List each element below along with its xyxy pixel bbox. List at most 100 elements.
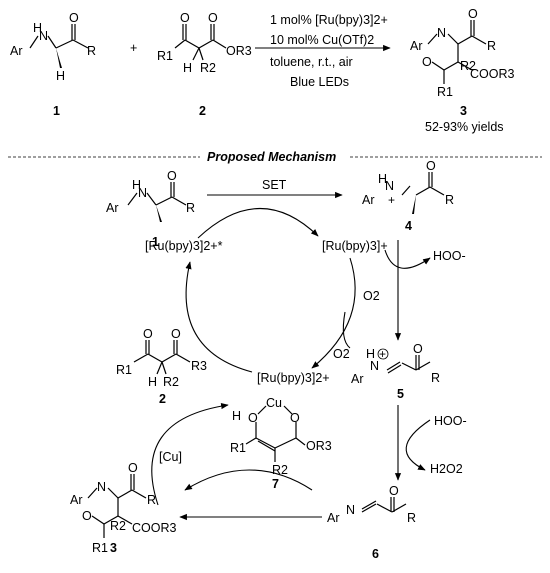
atom-ar: Ar — [70, 493, 83, 507]
atom-r2: R2 — [200, 61, 216, 75]
atom-h: H — [148, 375, 157, 389]
plus-sign: + — [130, 41, 137, 55]
atom-r1: R1 — [92, 541, 108, 555]
top-reaction: Ar H N H O R 1 + O O R1 OR3 H R2 — [10, 7, 515, 134]
compound-2-mech: O O R1 R3 H R2 2 — [116, 327, 207, 406]
atom-o: O — [468, 7, 478, 21]
atom-h: H — [378, 172, 387, 186]
ru-ground: [Ru(bpy)3]2+ — [257, 371, 330, 385]
cu-arc-up — [151, 403, 229, 506]
atom-r2: R2 — [110, 519, 126, 533]
atom-h: H — [132, 178, 141, 192]
atom-r: R — [407, 511, 416, 525]
atom-o: O — [128, 461, 138, 475]
cycle-arc-right — [311, 257, 356, 369]
atom-oar3: OR3 — [226, 44, 252, 58]
compound-2-top: O O R1 OR3 H R2 2 — [157, 11, 252, 118]
atom-n: N — [39, 29, 48, 43]
mechanism-title: Proposed Mechanism — [207, 150, 336, 164]
label-5: 5 — [397, 387, 404, 401]
compound-1-top: Ar H N H O R 1 — [10, 11, 96, 118]
atom-o: O — [248, 411, 258, 425]
atom-n: N — [138, 186, 147, 200]
atom-o: O — [389, 484, 399, 498]
atom-o: O — [208, 11, 218, 25]
atom-r: R — [445, 193, 454, 207]
condition-light: Blue LEDs — [290, 75, 349, 89]
atom-o: O — [290, 411, 300, 425]
atom-r1: R1 — [157, 49, 173, 63]
label-3-mech: 3 — [110, 541, 117, 555]
atom-o: O — [180, 11, 190, 25]
atom-r2: R2 — [272, 463, 288, 477]
label-3: 3 — [460, 104, 467, 118]
mechanism: Ar H N O R 1 SET Ar H N + O R 4 [Ru(bpy) — [70, 159, 467, 561]
iminium-charge: + — [379, 347, 386, 361]
atom-r1: R1 — [437, 85, 453, 99]
condition-cocatalyst: 10 mol% Cu(OTf)2 — [270, 33, 374, 47]
h2o2: H2O2 — [430, 462, 463, 476]
atom-h: H — [232, 409, 241, 423]
atom-ar: Ar — [362, 193, 375, 207]
condition-solvent: toluene, r.t., air — [270, 55, 353, 69]
atom-o: O — [167, 169, 177, 183]
ru-reduced: [Ru(bpy)3]+ — [322, 239, 388, 253]
o2: O2 — [333, 347, 350, 361]
atom-r: R — [87, 44, 96, 58]
label-2: 2 — [199, 104, 206, 118]
set-label: SET — [262, 178, 287, 192]
atom-n: N — [370, 359, 379, 373]
label-2-mech: 2 — [159, 392, 166, 406]
hoo-arc — [384, 249, 431, 269]
hoo-1: HOO- — [433, 249, 466, 263]
compound-4: Ar H N + O R 4 — [362, 159, 454, 233]
atom-n: N — [437, 26, 446, 40]
compound-1-mech: Ar H N O R 1 — [106, 169, 195, 249]
atom-ar: Ar — [10, 44, 23, 58]
h2o2-arc — [405, 419, 431, 471]
cu-label: [Cu] — [159, 450, 182, 464]
compound-3-mech: Ar N O R O R2 COOR3 R1 3 — [70, 461, 177, 555]
label-1: 1 — [53, 104, 60, 118]
hoo-2: HOO- — [434, 414, 467, 428]
mechanism-header: Proposed Mechanism — [8, 150, 542, 164]
condition-catalyst: 1 mol% [Ru(bpy)3]2+ — [270, 13, 388, 27]
atom-r: R — [147, 493, 156, 507]
atom-r: R — [487, 39, 496, 53]
yields: 52-93% yields — [425, 120, 504, 134]
atom-ar: Ar — [351, 372, 364, 386]
atom-h: H — [33, 21, 42, 35]
compound-7: H O Cu O R1 OR3 R2 7 — [230, 396, 332, 491]
atom-r1: R1 — [230, 441, 246, 455]
atom-n: N — [97, 480, 106, 494]
cu-arc-down — [184, 469, 313, 491]
cycle-arc-top — [197, 208, 319, 239]
atom-oar3: OR3 — [306, 439, 332, 453]
radical-cation-mark: + — [388, 193, 395, 207]
label-6: 6 — [372, 547, 379, 561]
compound-6: Ar N O R 6 — [327, 484, 416, 561]
label-7: 7 — [272, 477, 279, 491]
atom-n: N — [346, 503, 355, 517]
atom-r2: R2 — [460, 59, 476, 73]
atom-ar: Ar — [410, 39, 423, 53]
atom-o: O — [426, 159, 436, 173]
atom-o: O — [171, 327, 181, 341]
o2-arc — [342, 311, 351, 349]
atom-r: R — [431, 371, 440, 385]
compound-3-top: Ar N O R O R2 COOR3 R1 3 52-93% yields — [410, 7, 515, 134]
atom-r3: R3 — [191, 359, 207, 373]
atom-o: O — [143, 327, 153, 341]
label-4: 4 — [405, 219, 412, 233]
label-1-mech: 1 — [152, 235, 159, 249]
atom-n: N — [385, 179, 394, 193]
atom-h: H — [183, 61, 192, 75]
compound-5: Ar H N + O R 5 — [351, 342, 440, 401]
atom-o: O — [422, 55, 432, 69]
cycle-arc-left — [185, 261, 253, 373]
atom-ar: Ar — [106, 201, 119, 215]
atom-coor3: COOR3 — [470, 67, 515, 81]
atom-o: O — [69, 11, 79, 25]
atom-cu: Cu — [266, 396, 282, 410]
